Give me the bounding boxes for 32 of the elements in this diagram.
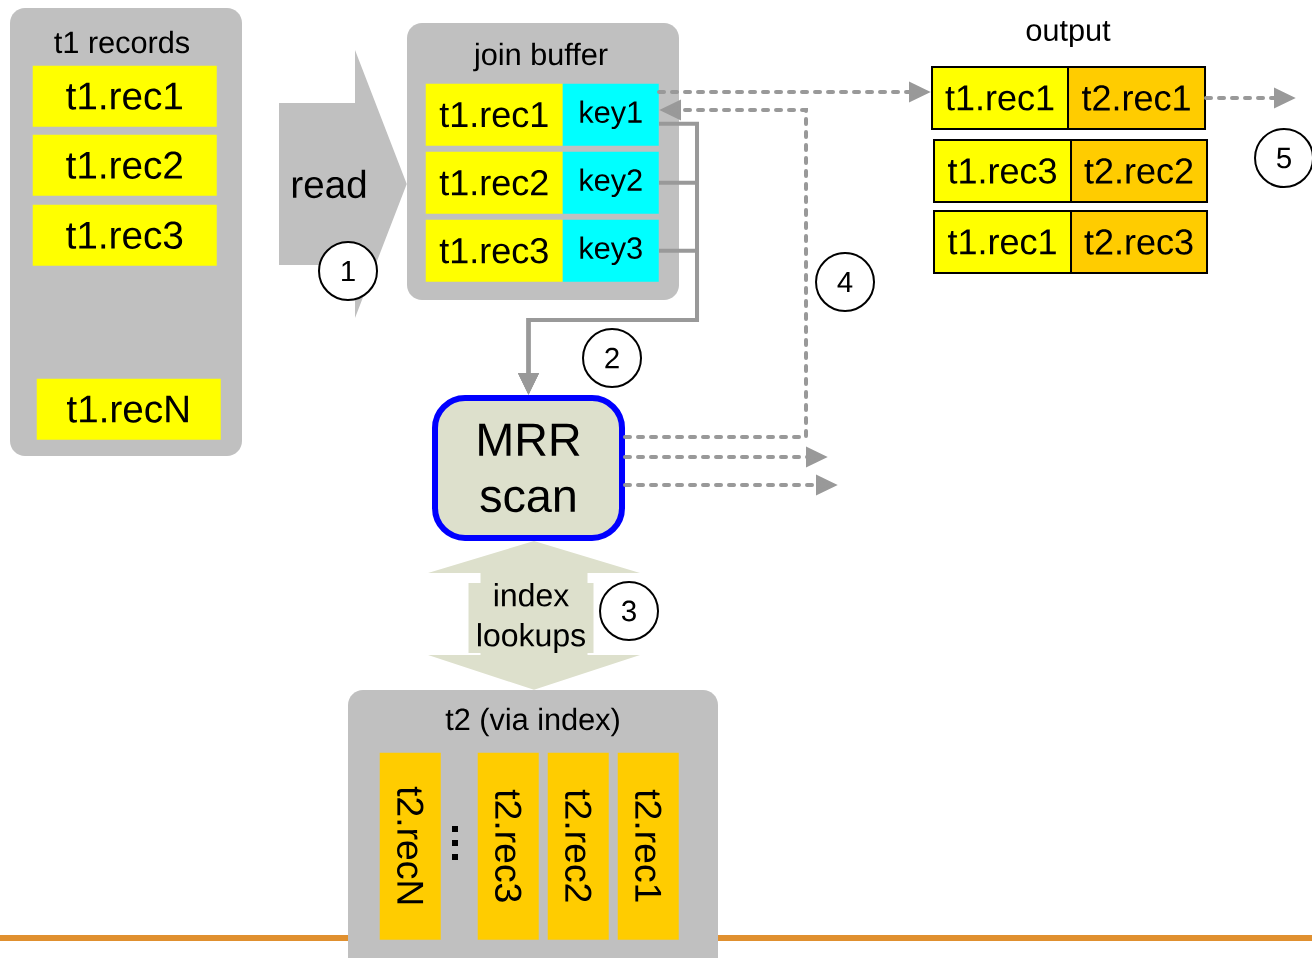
step-number: 5: [1254, 128, 1312, 188]
output-cell: t2.rec3: [1070, 210, 1208, 274]
key-cell: key2: [562, 151, 659, 214]
output-cell: t1.rec3: [933, 139, 1072, 203]
record-cell: t1.recN: [36, 378, 221, 440]
key-cell: key1: [562, 83, 659, 146]
section-heading: output: [1026, 20, 1111, 48]
output-cell: t1.rec1: [933, 210, 1072, 274]
edge-label: index lookups: [468, 583, 594, 653]
output-cell: t2.rec2: [1070, 139, 1208, 203]
record-cell: t2.recN: [379, 752, 441, 940]
record-cell: t2.rec2: [547, 752, 609, 940]
scan-box: MRR scan: [432, 395, 625, 541]
output-cell: t2.rec1: [1067, 66, 1206, 130]
record-cell: t1.rec3: [425, 219, 563, 282]
record-cell: t1.rec2: [32, 134, 217, 196]
step-number: 2: [582, 328, 642, 388]
edge-label: read: [290, 169, 368, 199]
key-cell: key3: [562, 219, 659, 282]
record-cell: t2.rec3: [477, 752, 539, 940]
panel-heading: join buffer: [473, 42, 608, 72]
record-cell: t1.rec2: [425, 151, 563, 214]
panel-heading: t2 (via index): [445, 707, 619, 737]
step-number: 1: [318, 241, 378, 301]
record-cell: t1.rec1: [32, 65, 217, 127]
step-number: 3: [599, 581, 659, 641]
record-cell: t1.rec3: [32, 204, 217, 266]
step-number: 4: [815, 252, 875, 312]
output-cell: t1.rec1: [931, 66, 1069, 130]
panel-heading: t1 records: [54, 30, 190, 54]
record-cell: t1.rec1: [425, 83, 563, 146]
record-cell: t2.rec1: [617, 752, 679, 940]
